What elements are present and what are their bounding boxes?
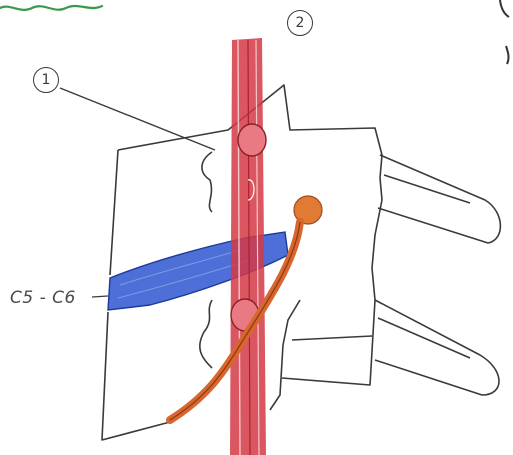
- green-scribble: [0, 6, 102, 10]
- lower-transverse-process: [375, 300, 499, 395]
- spinal-level-label: C5 - C6: [10, 288, 76, 308]
- vertebral-artery: [230, 38, 266, 455]
- corner-mark-bottom: [506, 46, 509, 64]
- label-callout-2: 2: [287, 10, 313, 36]
- label-callout-1: 1: [33, 67, 59, 93]
- level-pointer: [92, 296, 108, 297]
- upper-transverse-process: [378, 155, 500, 243]
- leader-line-1: [60, 88, 215, 150]
- corner-mark-top: [500, 0, 509, 17]
